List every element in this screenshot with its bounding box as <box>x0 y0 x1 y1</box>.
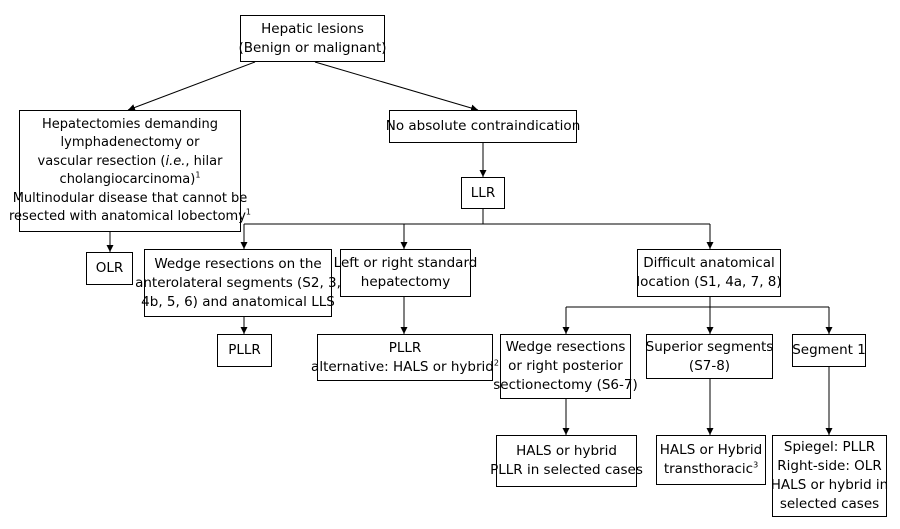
node-text: hepatectomy <box>360 274 451 290</box>
footnote-marker: 1 <box>195 170 201 180</box>
node-text: Multinodular disease that cannot be <box>12 190 248 206</box>
node-text: location (S1, 4a, 7, 8) <box>636 274 782 290</box>
node-text-line: resected with anatomical lobectomy1 <box>9 208 251 227</box>
node-superior-segments: Superior segments (S7-8) <box>646 334 773 379</box>
node-text: (Benign or malignant) <box>238 39 387 56</box>
node-text: HALS or hybrid in <box>770 477 889 493</box>
node-text-italic: i.e. <box>165 153 186 169</box>
node-wedge-posterior: Wedge resections or right posterior sect… <box>493 334 638 399</box>
node-text: lymphadenectomy or <box>60 135 200 150</box>
node-text: vascular resection ( <box>37 153 166 169</box>
node-text: transthoracic <box>663 461 754 477</box>
node-text: or right posterior <box>508 358 623 374</box>
footnote-marker: 1 <box>245 207 251 217</box>
node-text: , hilar <box>185 153 223 169</box>
node-text: Left or right standard <box>333 255 478 271</box>
node-text-line: transthoracic3 <box>664 460 758 479</box>
node-text: Difficult anatomical <box>643 255 775 271</box>
node-text: OLR <box>95 260 124 276</box>
node-hepatic-lesions: Hepatic lesions (Benign or malignant) <box>238 15 387 62</box>
node-pllr-alternative: PLLR alternative: HALS or hybrid2 <box>311 334 499 381</box>
node-text: (S7-8) <box>688 357 731 374</box>
node-text: No absolute contraindication <box>385 118 581 134</box>
node-wedge-anterolateral: Wedge resections on the anterolateral se… <box>135 249 341 317</box>
node-text: Wedge resections <box>505 339 626 355</box>
node-text: anterolateral segments (S2, 3, <box>135 274 341 291</box>
node-text: Segment 1 <box>792 342 866 358</box>
node-text: sectionectomy (S6-7) <box>493 377 638 393</box>
node-text: PLLR <box>228 342 261 358</box>
node-text: PLLR <box>388 339 422 356</box>
node-llr: LLR <box>461 177 505 209</box>
node-text: Right-side: OLR <box>777 458 882 474</box>
node-text: Hepatectomies demanding <box>42 116 218 132</box>
node-olr-indications: Hepatectomies demanding lymphadenectomy … <box>9 110 251 232</box>
node-text: HALS or Hybrid <box>659 442 763 458</box>
node-segment-1: Segment 1 <box>792 334 866 367</box>
arrow-root-to-left <box>127 61 256 111</box>
node-pllr: PLLR <box>217 334 272 367</box>
footnote-marker: 3 <box>753 460 759 470</box>
node-text-line: vascular resection (i.e., hilar <box>38 153 223 172</box>
node-text: Wedge resections on the <box>154 255 322 272</box>
node-text: Hepatic lesions <box>261 20 364 37</box>
node-text: Superior segments <box>645 338 774 355</box>
node-text: cholangiocarcinoma) <box>59 172 196 187</box>
node-hals-transthoracic: HALS or Hybrid transthoracic3 <box>656 435 766 485</box>
node-no-contraindication: No absolute contraindication <box>386 110 580 143</box>
footnote-marker: 2 <box>493 358 499 367</box>
node-text: Spiegel: PLLR <box>783 439 876 455</box>
node-text: 4b, 5, 6) and anatomical LLS <box>141 293 335 310</box>
node-text: LLR <box>470 184 496 201</box>
node-hals-or-hybrid-pllr: HALS or hybrid PLLR in selected cases <box>490 435 643 487</box>
arrow-root-to-nocontra <box>314 61 479 112</box>
node-text-line: cholangiocarcinoma)1 <box>60 171 201 190</box>
node-text: HALS or hybrid <box>516 443 617 459</box>
node-text: alternative: HALS or hybrid <box>311 358 494 375</box>
node-text: selected cases <box>779 496 880 512</box>
node-difficult-location: Difficult anatomical location (S1, 4a, 7… <box>636 249 782 297</box>
node-text: PLLR in selected cases <box>490 462 643 478</box>
node-text: resected with anatomical lobectomy <box>9 209 246 224</box>
node-text-line: alternative: HALS or hybrid2 <box>311 358 499 377</box>
node-olr: OLR <box>86 252 133 285</box>
node-standard-hepatectomy: Left or right standard hepatectomy <box>334 249 477 297</box>
node-spiegel: Spiegel: PLLR Right-side: OLR HALS or hy… <box>770 435 889 517</box>
